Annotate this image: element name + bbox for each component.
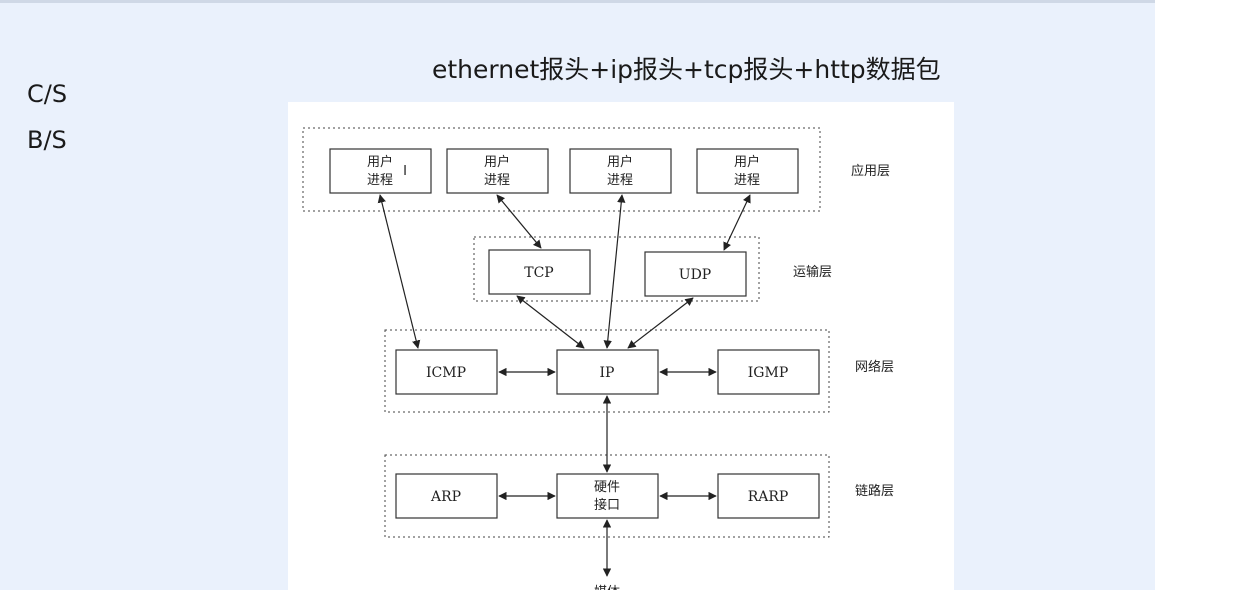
user-process-box-3: 用户 进程	[569, 148, 672, 194]
arrow-tcp-ip	[516, 295, 585, 349]
application-layer-label: 应用层	[851, 163, 890, 179]
svg-text:进程: 进程	[734, 173, 760, 188]
network-layer-label: 网络层	[855, 359, 894, 375]
text-cursor-icon: I	[403, 164, 407, 179]
user-process-box-2: 用户 进程	[446, 148, 549, 194]
transport-layer-label: 运输层	[793, 264, 832, 280]
svg-text:IP: IP	[600, 365, 615, 381]
svg-text:硬件: 硬件	[594, 480, 620, 495]
user-process-box-1: 用户 进程 I	[329, 148, 432, 194]
svg-text:用户: 用户	[484, 154, 510, 170]
svg-text:用户: 用户	[367, 154, 393, 170]
tcpip-diagram-svg: 用户 进程 I 用户 进程 用户 进程 用户 进程 TC	[302, 127, 894, 590]
svg-text:RARP: RARP	[748, 489, 789, 505]
svg-text:用户: 用户	[734, 154, 760, 170]
tcp-box: TCP	[488, 249, 591, 295]
svg-text:TCP: TCP	[524, 265, 553, 281]
svg-text:用户: 用户	[607, 154, 633, 170]
bs-label: B/S	[27, 126, 67, 154]
svg-text:进程: 进程	[607, 173, 633, 188]
user-process-box-4: 用户 进程	[696, 148, 799, 194]
arp-box: ARP	[395, 473, 498, 519]
udp-box: UDP	[644, 251, 747, 297]
cs-label: C/S	[27, 80, 68, 108]
svg-text:ICMP: ICMP	[426, 365, 466, 381]
hardware-interface-box: 硬件 接口	[556, 473, 659, 519]
svg-text:进程: 进程	[484, 173, 510, 188]
arrow-process2-tcp	[496, 194, 542, 249]
slide-title: ethernet报头+ip报头+tcp报头+http数据包	[432, 55, 941, 84]
arrow-process3-ip	[603, 194, 626, 349]
svg-text:进程: 进程	[367, 173, 393, 188]
rarp-box: RARP	[717, 473, 820, 519]
arrow-udp-ip	[627, 297, 694, 349]
slide: C/S B/S ethernet报头+ip报头+tcp报头+http数据包 用户…	[0, 0, 1155, 590]
svg-text:UDP: UDP	[679, 267, 711, 283]
icmp-box: ICMP	[395, 349, 498, 395]
medium-label: 媒体	[594, 585, 620, 590]
igmp-box: IGMP	[717, 349, 820, 395]
svg-text:IGMP: IGMP	[748, 365, 788, 381]
ip-box: IP	[556, 349, 659, 395]
arrow-process4-udp	[723, 194, 751, 251]
link-layer-label: 链路层	[855, 483, 894, 499]
svg-text:ARP: ARP	[430, 489, 461, 505]
arrow-process1-icmp	[377, 194, 421, 349]
top-divider	[0, 0, 1155, 3]
svg-text:接口: 接口	[594, 497, 620, 513]
tcpip-diagram: 用户 进程 I 用户 进程 用户 进程 用户 进程 TC	[288, 102, 954, 590]
